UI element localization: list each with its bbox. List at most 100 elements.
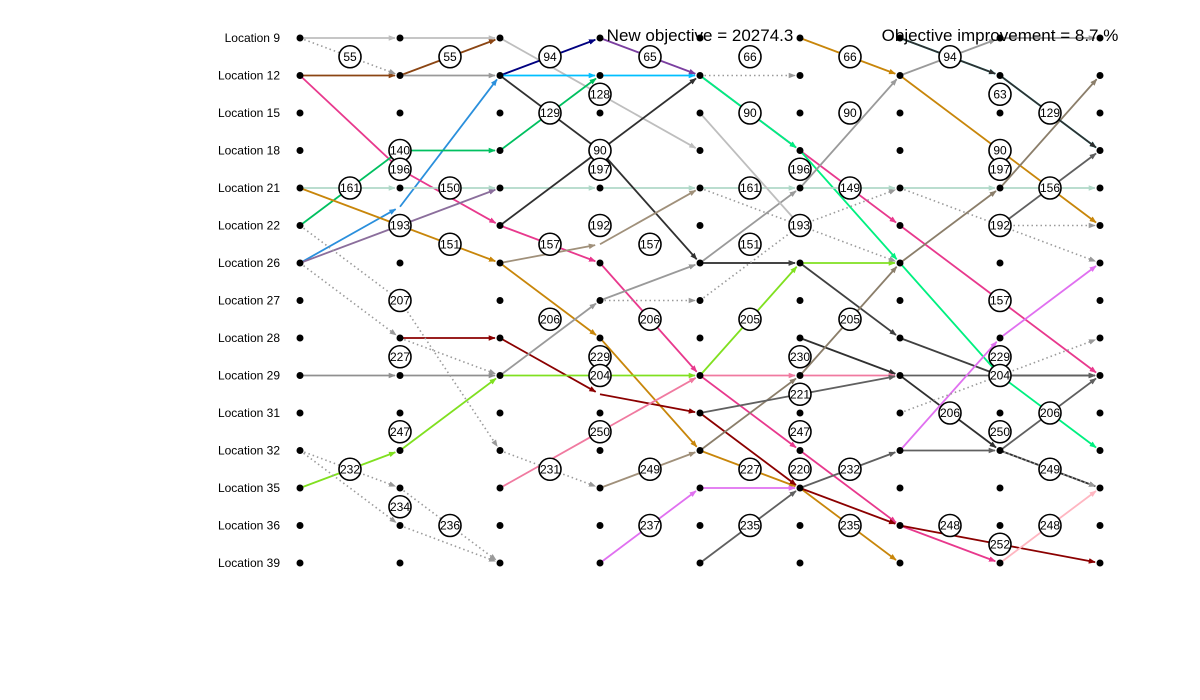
location-dot — [1096, 222, 1104, 229]
location-dot — [496, 447, 504, 454]
location-dot — [696, 259, 704, 267]
node-label-text: 250 — [590, 425, 610, 439]
objective-improvement-text: Objective improvement = 8.7 % — [882, 26, 1119, 45]
location-dot — [896, 297, 904, 304]
node-label-circle — [738, 307, 762, 332]
route-segment — [599, 149, 698, 260]
location-label: Location 21 — [218, 181, 280, 195]
location-dot — [396, 559, 404, 567]
node-label-text: 252 — [990, 537, 1010, 551]
location-label: Location 12 — [218, 69, 280, 83]
node-label-circle — [588, 82, 612, 107]
location-dot — [896, 109, 904, 117]
node-label-circle — [988, 419, 1012, 444]
location-dot — [396, 522, 404, 529]
node-label-text: 196 — [790, 162, 810, 176]
location-dot — [496, 72, 504, 79]
node-label-circle — [588, 363, 612, 388]
route-segment — [299, 208, 397, 264]
location-dot — [996, 484, 1004, 492]
location-dot — [796, 109, 804, 117]
location-dot — [396, 109, 404, 117]
route-segment — [899, 74, 997, 149]
node-label-text: 206 — [640, 312, 660, 326]
node-label-circle — [988, 288, 1012, 313]
route-segment — [999, 299, 1097, 374]
node-label-text: 207 — [390, 294, 410, 308]
location-dot — [996, 522, 1004, 529]
node-label-circle — [538, 307, 562, 332]
node-label-text: 192 — [590, 219, 610, 233]
node-label-text: 149 — [840, 181, 860, 195]
route-segment — [399, 188, 496, 227]
node-label-circle — [1038, 176, 1062, 200]
node-label-text: 220 — [790, 462, 810, 476]
route-segment — [699, 187, 796, 225]
location-dot — [1096, 447, 1104, 454]
location-dot — [596, 109, 604, 117]
location-label: Location 27 — [218, 294, 280, 308]
location-dot — [896, 147, 904, 154]
location-dot — [496, 334, 504, 342]
node-label-text: 249 — [640, 462, 660, 476]
location-dot — [1096, 484, 1104, 492]
node-label-text: 206 — [1040, 406, 1060, 420]
node-label-circle — [988, 363, 1012, 388]
route-segment — [899, 337, 996, 375]
route-segment — [399, 377, 497, 452]
node-label-text: 94 — [943, 50, 957, 64]
location-dot — [996, 559, 1004, 567]
route-segment — [399, 524, 496, 562]
route-segment — [499, 152, 597, 227]
node-label-text: 157 — [990, 294, 1010, 308]
node-label-text: 205 — [840, 312, 860, 326]
route-segment — [299, 262, 397, 336]
location-dot — [596, 34, 604, 42]
location-dot — [696, 72, 704, 79]
location-dot — [496, 559, 504, 567]
node-label-text: 206 — [540, 312, 560, 326]
location-dot — [796, 259, 804, 267]
location-dot — [696, 184, 704, 192]
location-dot — [296, 184, 304, 192]
node-label-text: 229 — [990, 350, 1010, 364]
location-dot — [296, 34, 304, 42]
location-dot — [696, 409, 704, 417]
node-label-circle — [788, 382, 812, 407]
location-dot — [596, 297, 604, 304]
node-label-text: 90 — [593, 144, 607, 158]
node-label-circle — [638, 232, 662, 257]
route-segment — [599, 377, 697, 433]
node-label-text: 151 — [740, 237, 760, 251]
node-label-text: 204 — [590, 369, 610, 383]
route-segment — [299, 449, 397, 524]
location-dot — [296, 559, 304, 567]
location-dot — [396, 484, 404, 492]
route-segment — [599, 263, 696, 302]
location-dot — [296, 72, 304, 79]
node-label-circle — [838, 307, 862, 332]
location-dot — [796, 484, 804, 492]
node-label-text: 55 — [343, 50, 357, 64]
node-label-text: 63 — [993, 87, 1007, 101]
route-segment — [599, 337, 698, 448]
location-dot — [996, 409, 1004, 417]
route-segment — [799, 149, 898, 260]
location-dot — [796, 334, 804, 342]
location-dot — [796, 522, 804, 529]
location-dot — [696, 334, 704, 342]
location-dot — [696, 147, 704, 154]
route-segment — [699, 412, 797, 486]
location-dot — [696, 222, 704, 229]
node-label-text: 90 — [743, 106, 757, 120]
route-segment — [799, 487, 896, 525]
node-label-text: 230 — [790, 350, 810, 364]
node-label-circle — [938, 44, 962, 69]
node-label-text: 156 — [1040, 181, 1060, 195]
route-segment — [799, 337, 896, 375]
node-label-text: 206 — [940, 406, 960, 420]
location-dot — [896, 184, 904, 192]
location-dot — [596, 484, 604, 492]
location-dot — [296, 147, 304, 154]
node-label-circle — [438, 176, 462, 200]
